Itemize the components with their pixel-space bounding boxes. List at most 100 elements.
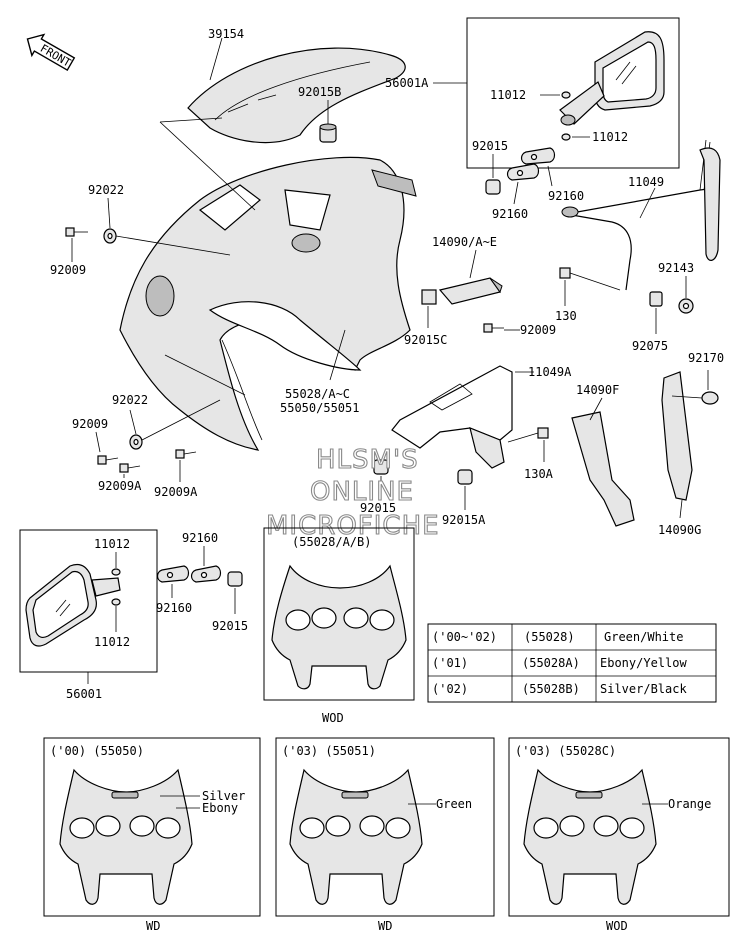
grommet-92015-top[interactable] (485, 179, 501, 195)
variant-55051-note-green: Green (436, 797, 472, 811)
callout-130: 130 (555, 309, 577, 323)
upper-cowl-55028[interactable] (119, 156, 417, 451)
callout-92160-a: 92160 (548, 189, 584, 203)
cowl-55028AB[interactable] (271, 564, 407, 690)
clip-92015C[interactable] (421, 289, 437, 305)
variant-55050-note-ebony: Ebony (202, 801, 238, 815)
collar-92075[interactable] (649, 291, 663, 307)
windshield-39154[interactable] (187, 47, 406, 144)
table-row-2-year: ('01) (432, 656, 468, 670)
bracket-92160-b[interactable] (506, 163, 540, 181)
inset-55028AB-title: (55028/A/B) (292, 535, 371, 549)
stay-11049[interactable] (561, 139, 721, 291)
cowl-55028C[interactable] (523, 768, 657, 905)
variant-55050-title: ('00) (55050) (50, 744, 144, 758)
callout-92009A-left: 92009A (98, 479, 142, 493)
callout-11012-a: 11012 (490, 88, 526, 102)
callout-11049A: 11049A (528, 365, 572, 379)
callout-92022-upper: 92022 (88, 183, 124, 197)
grommet-92015B[interactable] (319, 123, 337, 143)
nut-92015-lower[interactable] (373, 459, 389, 475)
watermark: HLSM'S ONLINE MICROFICHE (265, 444, 440, 541)
variant-55028C-note-orange: Orange (668, 797, 711, 811)
variant-55050-footer: WD (146, 919, 160, 933)
washer-92022-lower[interactable] (129, 434, 143, 450)
bracket-14090F[interactable] (571, 411, 635, 527)
cowl-55050[interactable] (59, 768, 193, 905)
mirror-56001-box (19, 529, 158, 673)
callout-92170: 92170 (688, 351, 724, 365)
callout-92015B: 92015B (298, 85, 341, 99)
table-row-1-part: (55028) (524, 630, 575, 644)
bracket-92160-c[interactable] (156, 565, 190, 583)
inset-55028AB-box (263, 527, 415, 701)
table-row-1-year: ('00~'02) (432, 630, 497, 644)
table-row-3-part: (55028B) (522, 682, 580, 696)
callout-11012-d: 11012 (94, 635, 130, 649)
table-row-3-color: Silver/Black (600, 682, 687, 696)
table-row-1-color: Green/White (604, 630, 683, 644)
callout-56001: 56001 (66, 687, 102, 701)
callout-92160-b: 92160 (492, 207, 528, 221)
screw-92009-mid[interactable] (483, 323, 504, 333)
callout-92009-lower: 92009 (72, 417, 108, 431)
watermark-line-1: HLSM'S (316, 445, 419, 475)
nut-92015A[interactable] (457, 469, 473, 485)
callout-11012-b: 11012 (592, 130, 628, 144)
grommet-11012-d[interactable] (111, 598, 121, 606)
variant-55028C-footer: WOD (606, 919, 628, 933)
callout-92143: 92143 (658, 261, 694, 275)
front-arrow-icon: FRONT (26, 33, 76, 72)
callout-92009-mid: 92009 (520, 323, 556, 337)
grommet-11012-c[interactable] (111, 568, 121, 576)
nut-92143[interactable] (678, 298, 694, 314)
variant-55051-title: ('03) (55051) (282, 744, 376, 758)
watermark-line-3: MICROFICHE (266, 511, 440, 541)
callout-92015-lower-left: 92015 (212, 619, 248, 633)
screw-92009-lower[interactable] (97, 455, 119, 465)
bolt-130[interactable] (559, 267, 621, 291)
watermark-line-2: ONLINE (310, 477, 414, 507)
plug-92170[interactable] (701, 391, 719, 405)
grommet-92015-lower-left[interactable] (227, 571, 243, 587)
cowl-55051[interactable] (289, 768, 423, 905)
callout-92015A: 92015A (442, 513, 486, 527)
bracket-14090G[interactable] (661, 371, 693, 501)
screw-92009[interactable] (65, 227, 88, 237)
callout-92015C: 92015C (404, 333, 447, 347)
table-row-3-year: ('02) (432, 682, 468, 696)
callout-92160-d: 92160 (182, 531, 218, 545)
mirror-56001[interactable] (25, 563, 121, 647)
variant-55050-box (43, 737, 261, 917)
callout-92009A-right: 92009A (154, 485, 198, 499)
inset-55028AB-footer: WOD (322, 711, 344, 725)
mirror-56001A[interactable] (559, 31, 665, 126)
callout-39154: 39154 (208, 27, 244, 41)
callout-56001A: 56001A (385, 76, 429, 90)
callout-92015-lower: 92015 (360, 501, 396, 515)
callout-55050-55051: 55050/55051 (280, 401, 359, 415)
callout-130A: 130A (524, 467, 554, 481)
bracket-92160-a[interactable] (520, 147, 556, 165)
callout-55028AC: 55028/A~C (285, 387, 350, 401)
bolt-130A[interactable] (507, 427, 549, 443)
front-arrow-label: FRONT (38, 42, 74, 70)
variant-55051-box (275, 737, 495, 917)
callout-92022-lower: 92022 (112, 393, 148, 407)
grommet-11012-a[interactable] (561, 91, 571, 99)
screw-92009A-left[interactable] (119, 463, 141, 473)
screw-92009A-right[interactable] (175, 449, 197, 459)
bracket-92160-d[interactable] (190, 565, 222, 583)
variant-55050-note-silver: Silver (202, 789, 245, 803)
callout-92075: 92075 (632, 339, 668, 353)
callout-14090AE: 14090/A~E (432, 235, 497, 249)
table-row-2-color: Ebony/Yellow (600, 656, 687, 670)
callout-11012-c: 11012 (94, 537, 130, 551)
callout-14090G: 14090G (658, 523, 701, 537)
stay-11049A[interactable] (391, 365, 513, 469)
washer-92022[interactable] (103, 228, 117, 244)
bracket-14090AE[interactable] (438, 277, 503, 305)
callout-92009-upper: 92009 (50, 263, 86, 277)
grommet-11012-b[interactable] (561, 133, 571, 141)
